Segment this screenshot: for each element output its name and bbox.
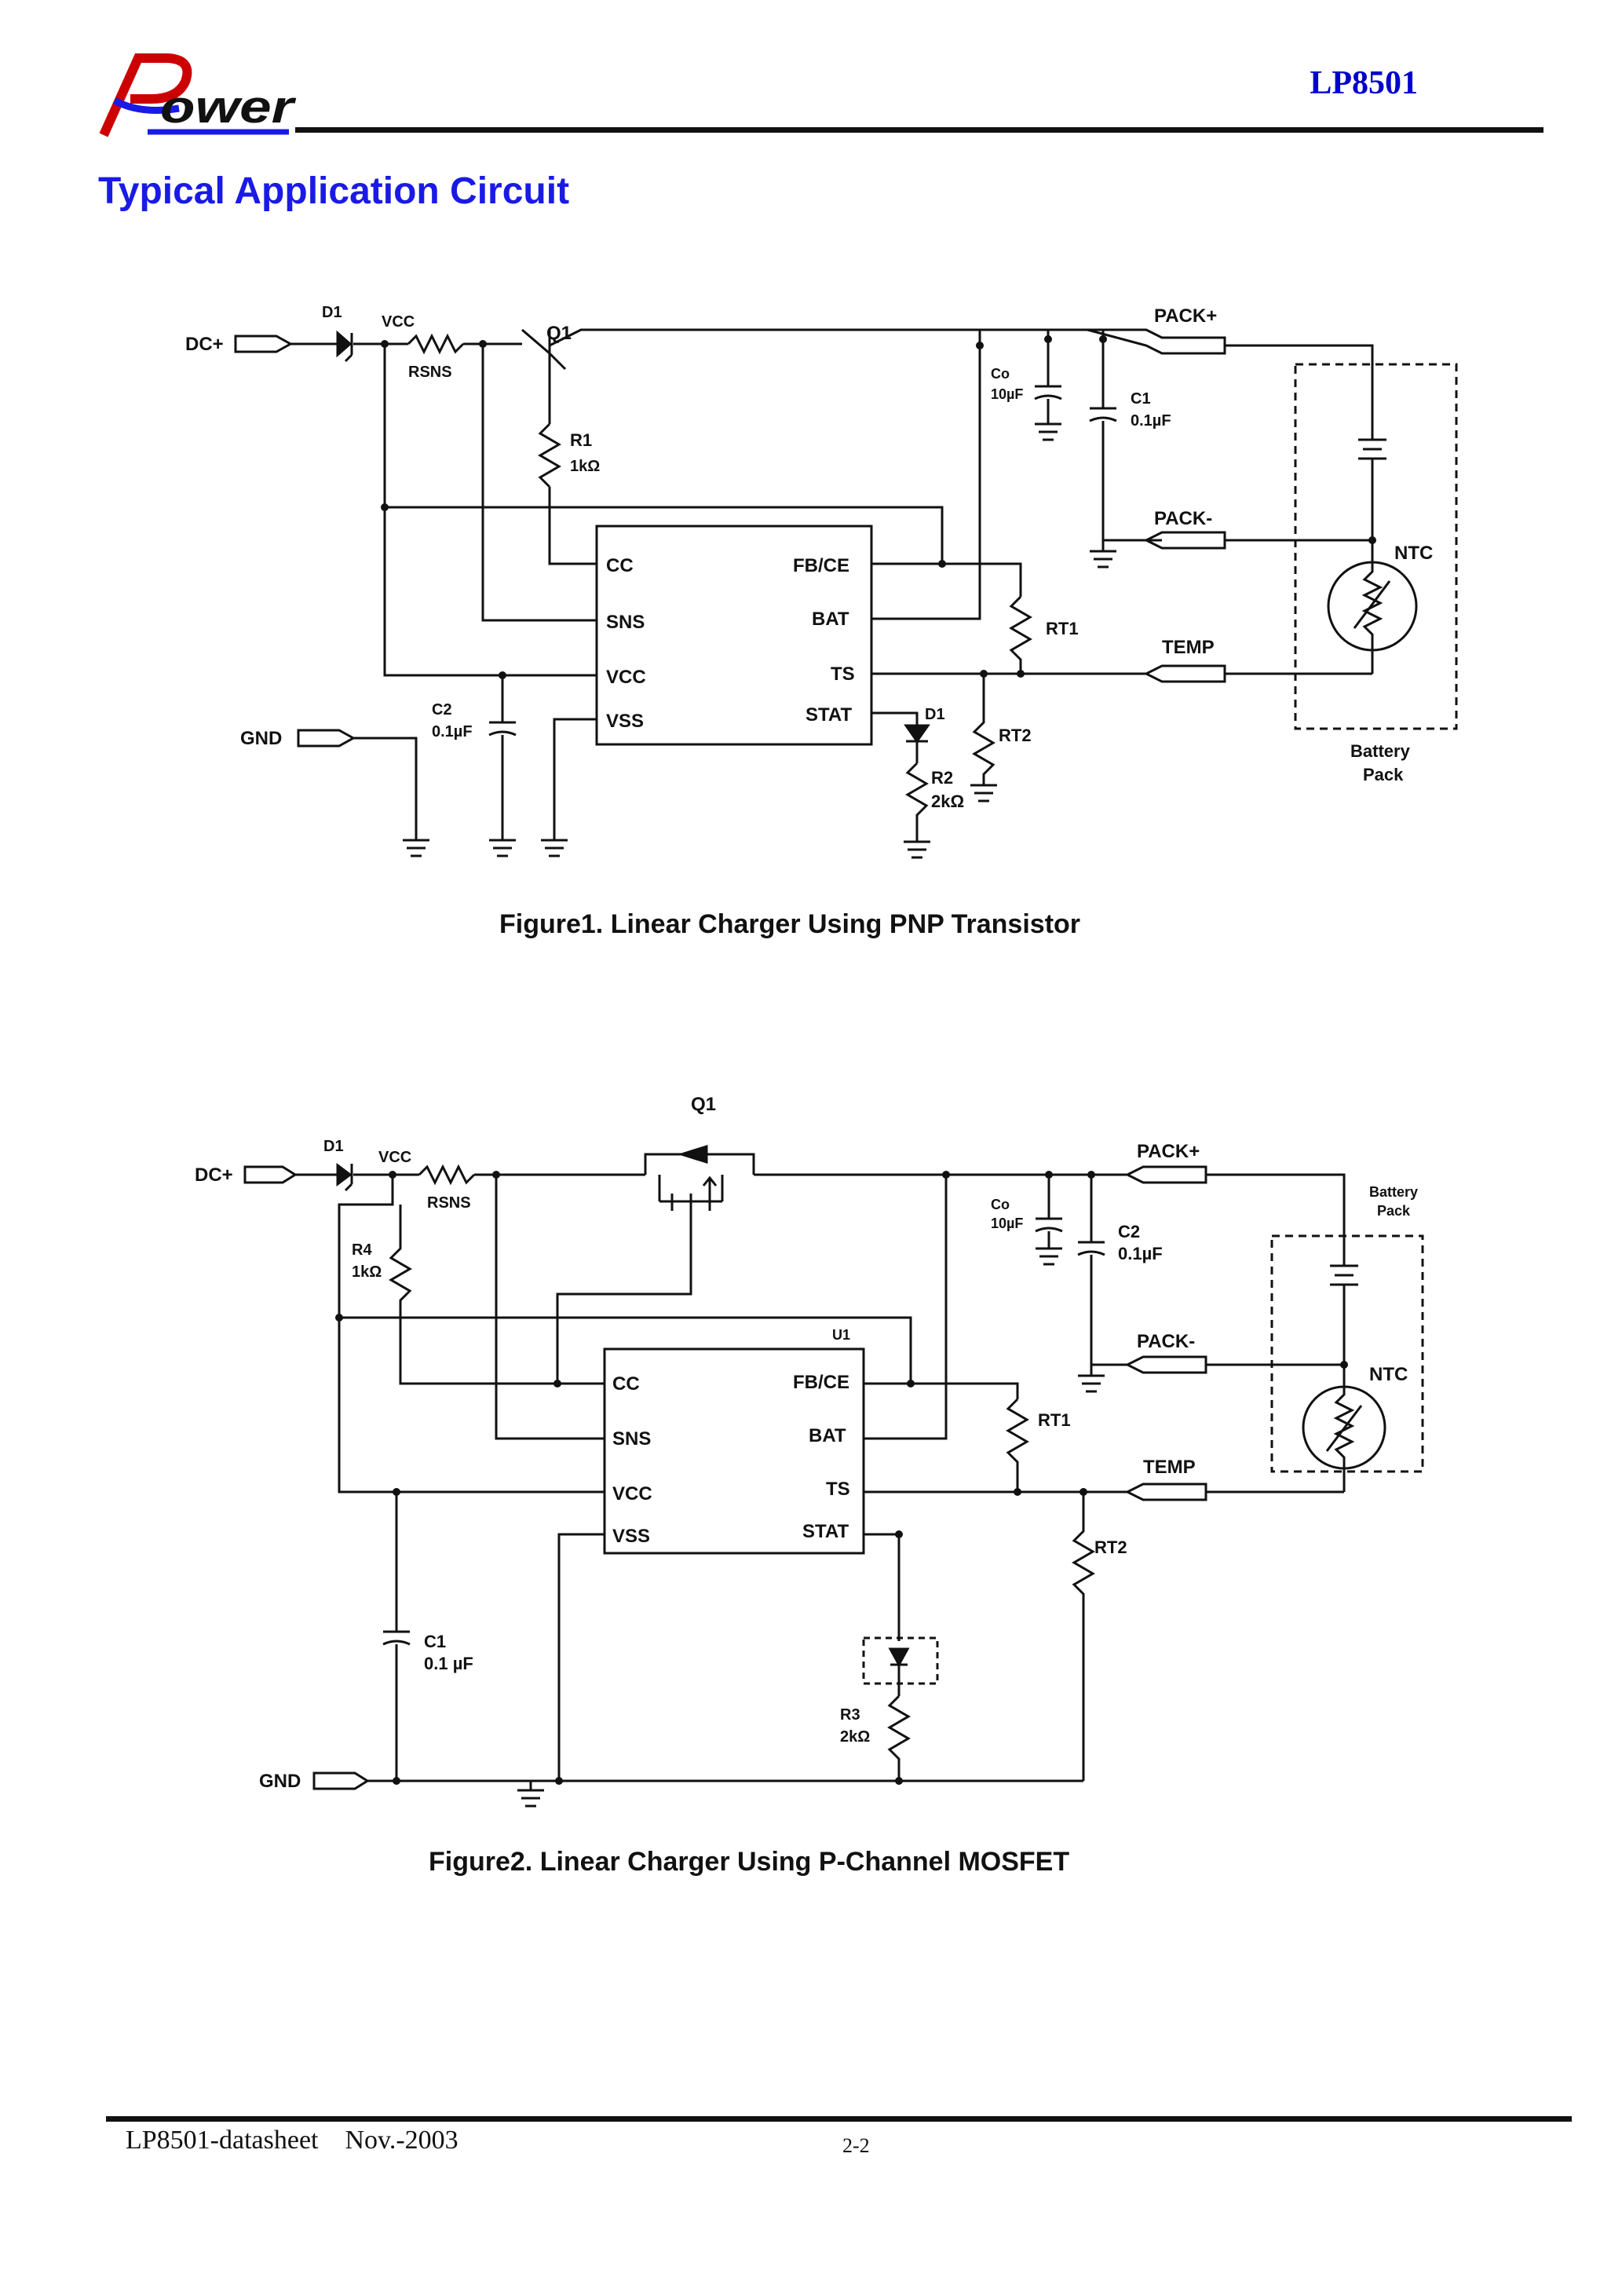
fig1-label-gnd: GND: [240, 728, 282, 749]
fig1-label-r2-val: 2kΩ: [931, 792, 964, 811]
part-number: LP8501: [1310, 65, 1418, 101]
fig1-label-d1: D1: [322, 304, 342, 321]
svg-text:ower: ower: [160, 82, 297, 133]
fig1-label-c2: C2: [432, 701, 452, 718]
footer-page-number: 2-2: [842, 2134, 870, 2157]
fig2-label-vcc: VCC: [378, 1149, 411, 1166]
fig2-pin-bat: BAT: [809, 1425, 846, 1446]
fig1-pin-bat: BAT: [812, 609, 849, 630]
fig2-label-co-val: 10µF: [991, 1216, 1023, 1231]
footer-rule: [106, 2116, 1572, 2122]
fig1-label-dcplus: DC+: [185, 334, 224, 355]
fig1-label-temp: TEMP: [1162, 637, 1215, 658]
fig1-label-r1: R1: [570, 430, 592, 450]
fig1-label-c2-val: 0.1µF: [432, 723, 473, 740]
fig1-pin-cc: CC: [606, 555, 634, 576]
company-logo: ower: [99, 53, 297, 137]
fig2-pin-stat: STAT: [802, 1521, 849, 1542]
fig2-label-r4-val: 1kΩ: [352, 1263, 382, 1281]
fig1-label-rt1: RT1: [1046, 619, 1079, 638]
fig2-label-q1: Q1: [691, 1094, 716, 1115]
fig1-pin-fbce: FB/CE: [793, 555, 849, 576]
fig1-pin-vss: VSS: [606, 711, 644, 732]
fig1-label-packminus: PACK-: [1154, 508, 1212, 529]
fig2-label-r3-val: 2kΩ: [840, 1728, 870, 1746]
fig1-pin-sns: SNS: [606, 612, 645, 633]
fig2-label-ntc: NTC: [1369, 1364, 1408, 1385]
fig2-label-rt2: RT2: [1094, 1537, 1127, 1557]
fig2-label-c1: C1: [424, 1632, 446, 1651]
fig1-label-pack: Pack: [1363, 765, 1404, 784]
fig2-label-pack: Pack: [1377, 1203, 1411, 1219]
fig1-label-d1-led: D1: [925, 706, 945, 723]
fig2-label-co: Co: [991, 1197, 1010, 1212]
header-rule: [295, 127, 1543, 133]
fig1-label-r1-val: 1kΩ: [570, 458, 600, 475]
fig2-label-packplus: PACK+: [1137, 1141, 1200, 1162]
fig1-label-c1-val: 0.1µF: [1131, 412, 1171, 430]
footer-doc: LP8501-datasheet Nov.-2003: [126, 2126, 458, 2155]
fig2-label-temp: TEMP: [1143, 1457, 1196, 1478]
fig2-pin-vss: VSS: [612, 1526, 650, 1547]
fig1-label-q1: Q1: [546, 323, 572, 344]
fig2-label-gnd: GND: [259, 1771, 301, 1792]
fig1-label-packplus: PACK+: [1154, 305, 1217, 327]
fig2-label-r3: R3: [840, 1706, 860, 1724]
fig2-label-d1: D1: [323, 1138, 344, 1155]
figure2-caption: Figure2. Linear Charger Using P-Channel …: [429, 1847, 1069, 1877]
fig1-label-c1: C1: [1131, 390, 1151, 408]
fig1-label-battery: Battery: [1350, 741, 1411, 761]
fig2-label-packminus: PACK-: [1137, 1331, 1195, 1352]
fig2-pin-sns: SNS: [612, 1428, 651, 1450]
fig1-label-co: Co: [991, 366, 1010, 382]
fig2-label-c2: C2: [1118, 1222, 1140, 1241]
fig1-label-ntc: NTC: [1394, 543, 1433, 564]
fig1-pin-ts: TS: [831, 664, 855, 685]
fig2-pin-vcc: VCC: [612, 1483, 652, 1504]
fig2-label-dcplus: DC+: [195, 1164, 233, 1186]
fig2-pin-ts: TS: [826, 1479, 850, 1500]
fig2-label-c1-val: 0.1 µF: [424, 1654, 473, 1673]
fig2-label-rt1: RT1: [1038, 1410, 1071, 1430]
fig1-label-rsns: RSNS: [408, 364, 452, 381]
fig1-label-r2: R2: [931, 768, 953, 788]
fig2-label-battery: Battery: [1369, 1184, 1418, 1200]
fig2-pin-fbce: FB/CE: [793, 1372, 849, 1393]
fig1-pin-stat: STAT: [806, 704, 852, 726]
fig2-label-c2-val: 0.1µF: [1118, 1244, 1163, 1263]
section-title: Typical Application Circuit: [98, 170, 570, 212]
fig1-pin-vcc: VCC: [606, 667, 646, 688]
fig2-pin-cc: CC: [612, 1373, 640, 1395]
figure1-caption: Figure1. Linear Charger Using PNP Transi…: [499, 909, 1080, 939]
fig2-label-u1: U1: [832, 1327, 850, 1343]
fig1-label-co-val: 10µF: [991, 386, 1023, 402]
fig2-label-rsns: RSNS: [427, 1194, 471, 1212]
fig1-label-vcc: VCC: [382, 313, 415, 331]
fig1-label-rt2: RT2: [999, 726, 1032, 745]
fig2-label-r4: R4: [352, 1241, 372, 1259]
